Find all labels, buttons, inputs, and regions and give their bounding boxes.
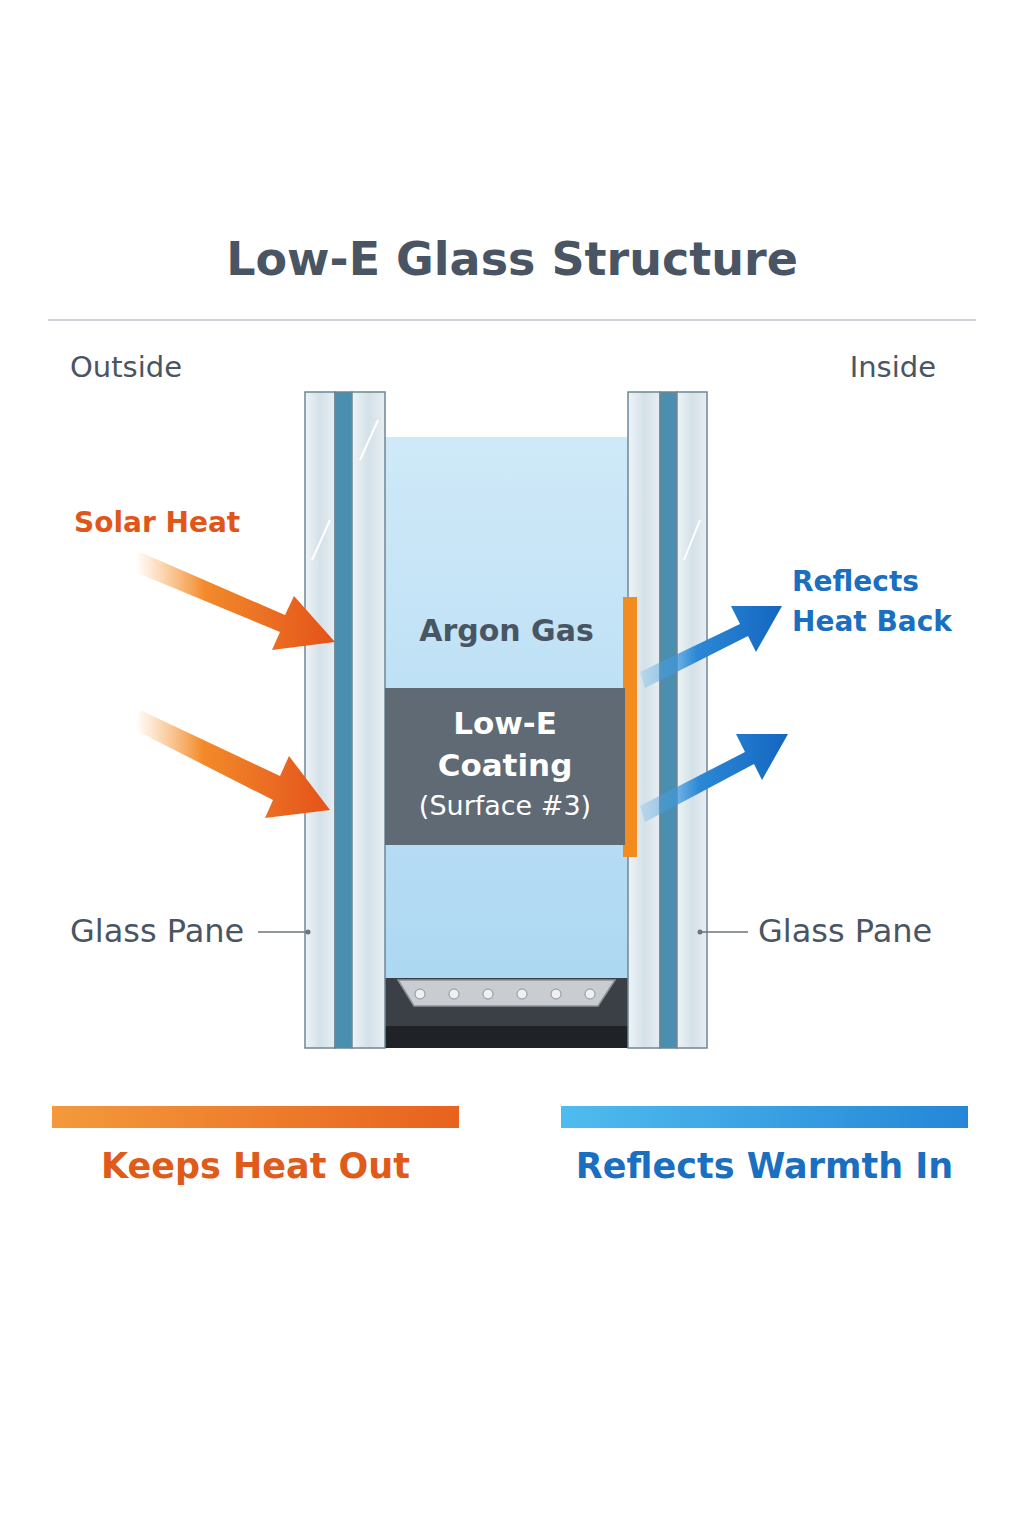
legend-bar bbox=[561, 1106, 968, 1128]
spacer-channel bbox=[398, 980, 615, 1006]
spacer-bar bbox=[385, 978, 628, 1048]
leader-dot bbox=[306, 930, 311, 935]
heat-label: Solar Heat bbox=[74, 506, 240, 539]
diagram-title: Low-E Glass Structure bbox=[0, 232, 1024, 286]
heat-label: Reflects Heat Back bbox=[792, 562, 962, 642]
title-rule bbox=[48, 319, 976, 321]
outer-glass-pane bbox=[305, 392, 385, 1048]
side-label: Outside bbox=[70, 350, 182, 384]
low-e-coating-box: Low-E Coating(Surface #3) bbox=[385, 688, 625, 845]
leader-dot bbox=[698, 930, 703, 935]
argon-gas-region: Argon GasLow-E Coating(Surface #3) bbox=[385, 437, 628, 977]
part-label: Glass Pane bbox=[70, 912, 244, 950]
legend-bar bbox=[52, 1106, 459, 1128]
inner-glass-pane bbox=[628, 392, 707, 1048]
argon-gap bbox=[385, 437, 628, 1037]
legend-text: Keeps Heat Out bbox=[52, 1146, 459, 1186]
legend-text: Reflects Warmth In bbox=[561, 1146, 968, 1186]
reflected-heat-arrows bbox=[640, 606, 788, 822]
node-subtext: (Surface #3) bbox=[393, 786, 617, 826]
low-e-coating-strip bbox=[623, 597, 637, 857]
side-label: Inside bbox=[850, 350, 936, 384]
part-label: Glass Pane bbox=[758, 912, 932, 950]
spacer-seal bbox=[385, 1026, 628, 1048]
desiccant-holes bbox=[415, 989, 595, 999]
solar-heat-arrows bbox=[135, 552, 335, 818]
node-heading: Low-E Coating bbox=[393, 702, 617, 786]
node-heading: Argon Gas bbox=[391, 613, 622, 648]
leader-lines bbox=[258, 931, 748, 933]
